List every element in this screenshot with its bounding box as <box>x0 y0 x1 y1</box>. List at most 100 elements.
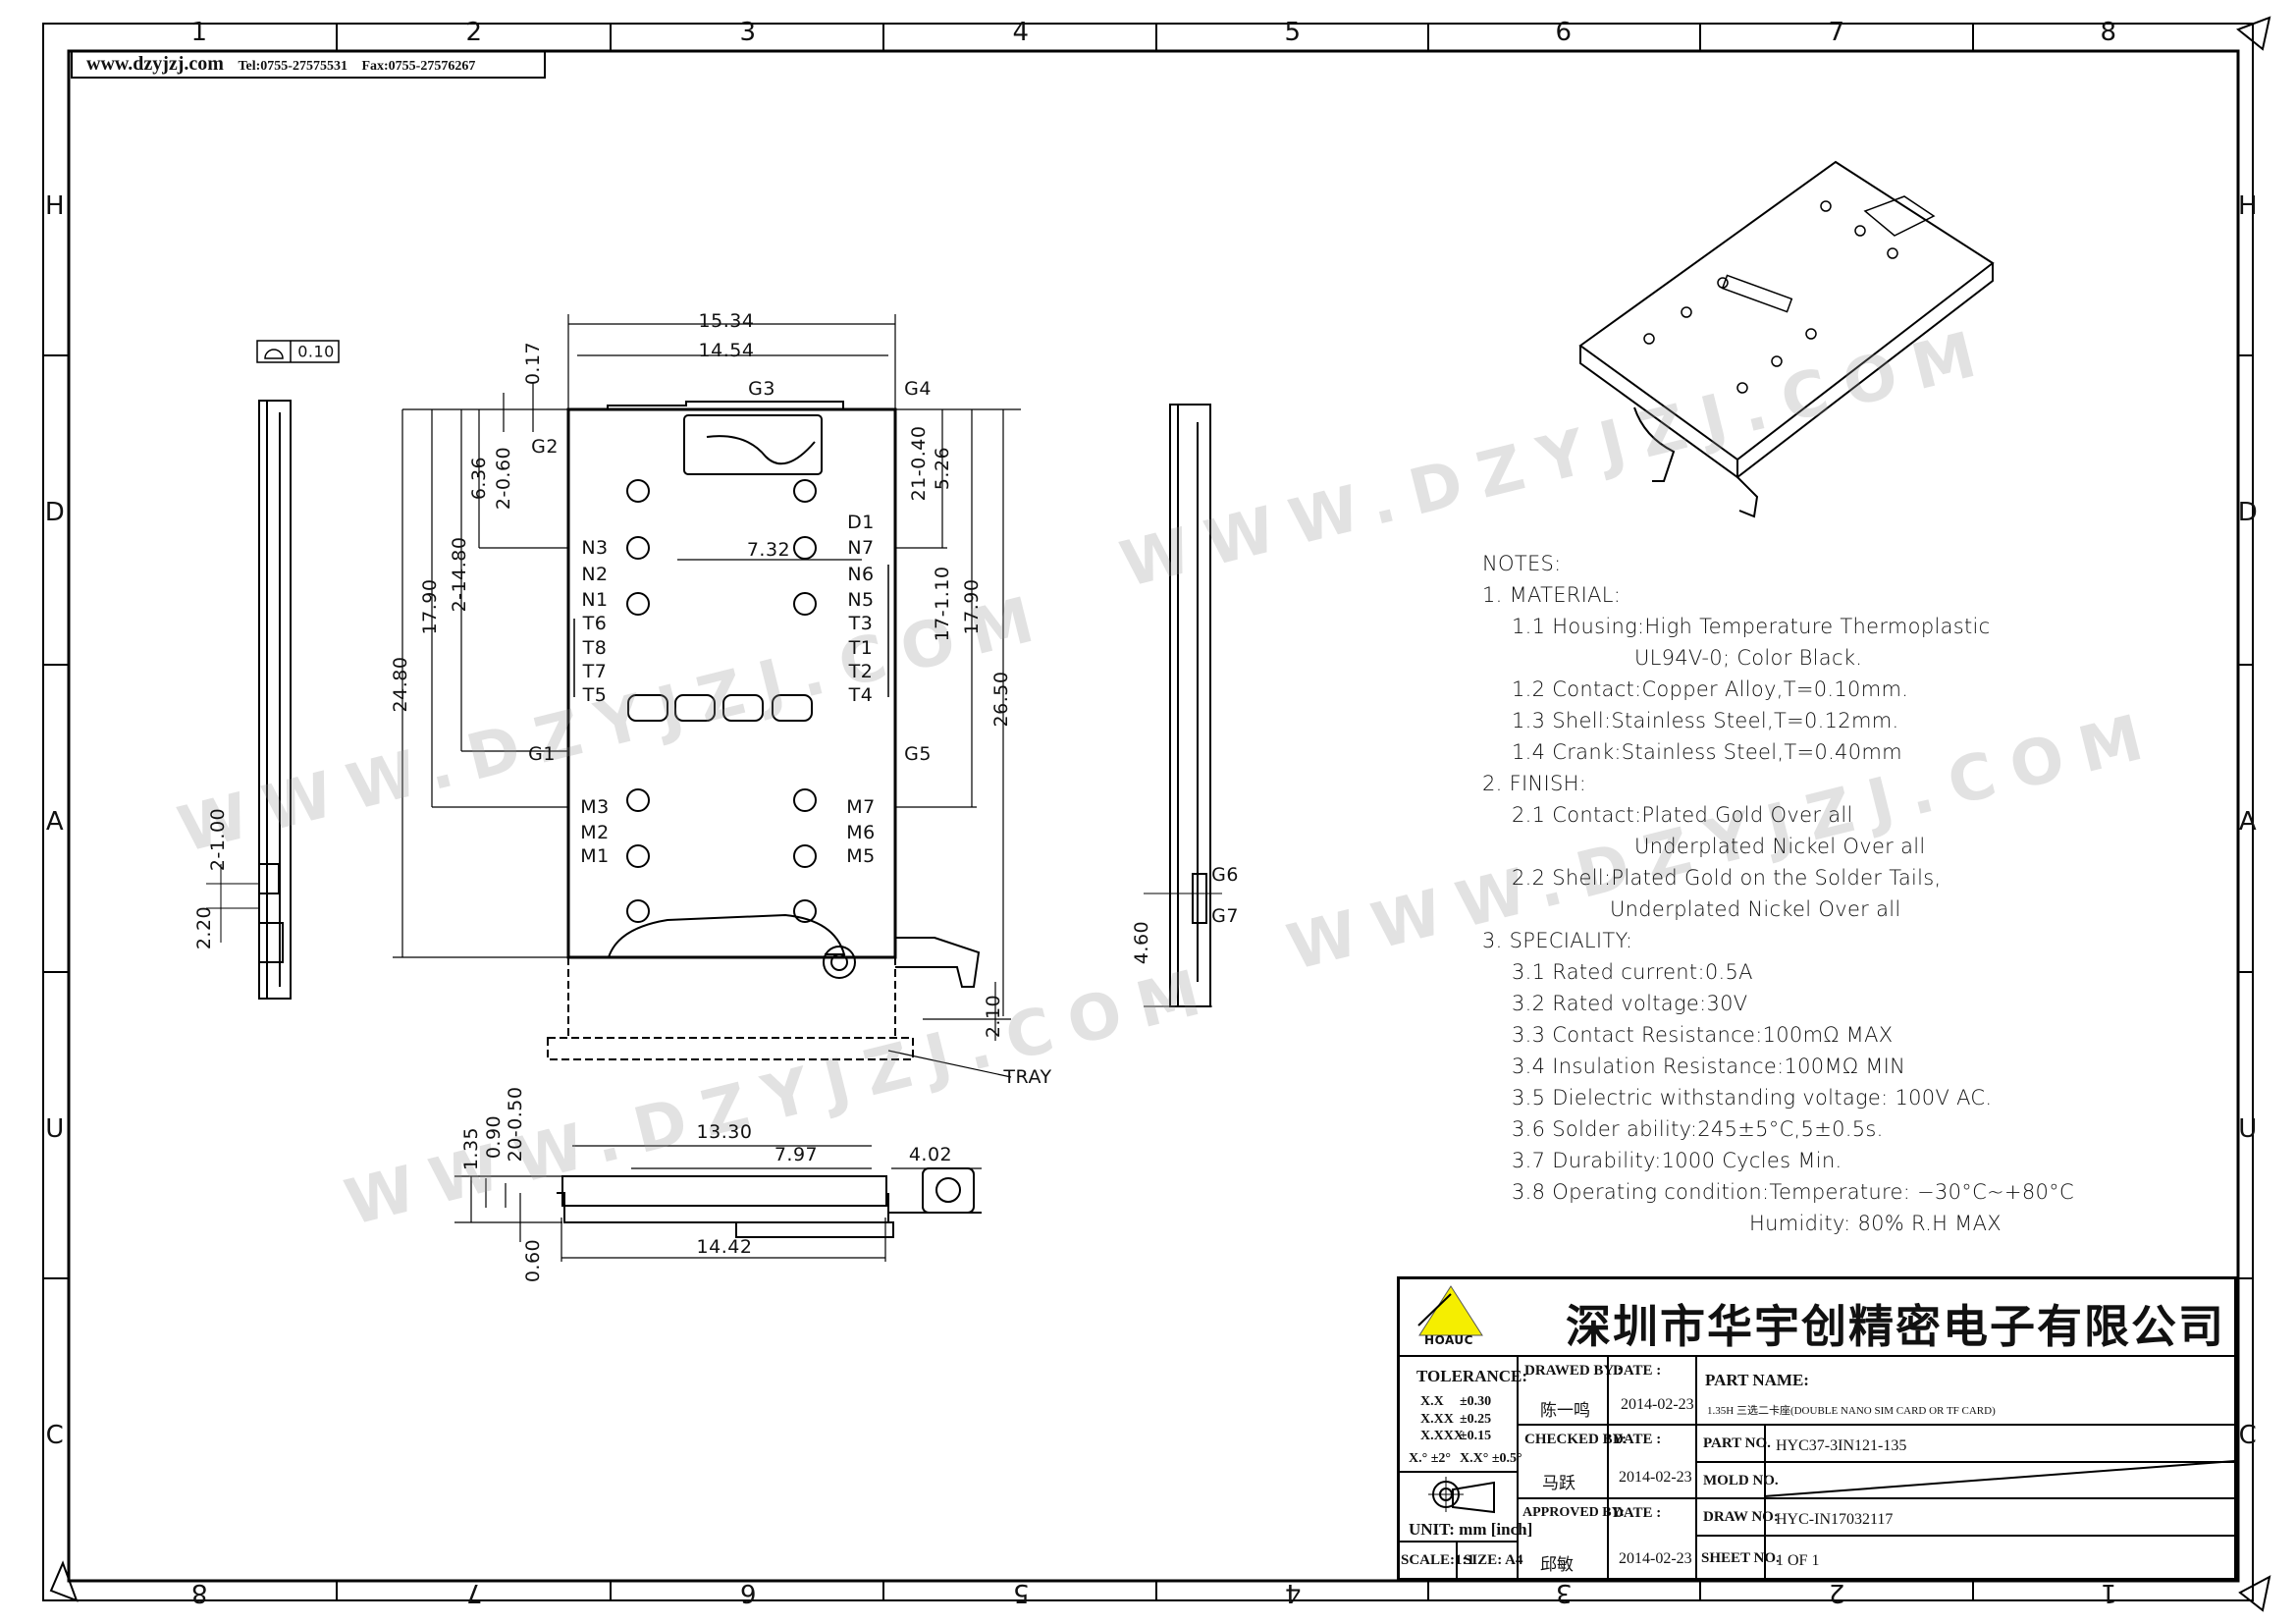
note-line: 3.6 Solder ability:245±5°C,5±0.5s. <box>1512 1117 1884 1141</box>
pin-label: N2 <box>581 564 609 585</box>
grid-row-label: U <box>45 1114 65 1144</box>
checked-by-name: 马跃 <box>1542 1474 1575 1492</box>
pin-label: M5 <box>846 845 876 867</box>
grid-col-label: 1 <box>2100 1578 2117 1607</box>
note-line: 1.1 Housing:High Temperature Thermoplast… <box>1512 615 1991 638</box>
approved-by-name: 邱敏 <box>1540 1555 1574 1574</box>
note-line: Humidity: 80% R.H MAX <box>1749 1212 2002 1235</box>
note-line: 2.1 Contact:Plated Gold Over all <box>1512 803 1853 827</box>
dim-label: 24.80 <box>390 656 411 713</box>
size-cell: SIZE: A4 <box>1456 1541 1522 1581</box>
pin-label: T7 <box>582 661 608 682</box>
pin-label: G2 <box>531 436 559 458</box>
contact-header: www.dzyjzj.com Tel:0755-27575531 Fax:075… <box>71 51 546 79</box>
dim-label: 2.20 <box>193 905 215 950</box>
grid-row-label: D <box>44 498 66 527</box>
tolerance-label: TOLERANCE: <box>1416 1367 1528 1385</box>
pin-label: N3 <box>581 537 609 559</box>
dim-label: 7.97 <box>774 1144 819 1165</box>
grid-col-label: 2 <box>465 18 483 47</box>
note-line: 2.2 Shell:Plated Gold on the Solder Tail… <box>1512 866 1942 890</box>
part-name-label: PART NAME: <box>1705 1371 1809 1389</box>
tol-value: ±0.30 <box>1460 1394 1492 1409</box>
fax: Fax:0755-27576267 <box>361 59 476 74</box>
dim-label: 20-0.50 <box>505 1086 526 1163</box>
dim-label: 17.90 <box>419 578 441 635</box>
notes: NOTES: 1. MATERIAL: 1.1 Housing:High Tem… <box>1482 548 2074 1239</box>
note-line: 1.2 Contact:Copper Alloy,T=0.10mm. <box>1512 677 1909 701</box>
website-url[interactable]: www.dzyjzj.com <box>86 53 224 75</box>
grid-col-label: 2 <box>1828 1578 1845 1607</box>
note-line: 1. MATERIAL: <box>1482 583 1622 607</box>
dim-label: 4.02 <box>908 1144 953 1165</box>
projection-symbol <box>1428 1477 1495 1514</box>
grid-row-label: H <box>44 191 66 221</box>
pin-label: M6 <box>846 822 876 843</box>
dim-label: 2-0.60 <box>493 446 514 511</box>
note-line: UL94V-0; Color Black. <box>1634 646 1863 670</box>
approved-by-label: APPROVED BY: <box>1522 1505 1626 1520</box>
angle-tol: X.X° ±0.5° <box>1460 1451 1522 1466</box>
pin-label: T3 <box>848 613 874 634</box>
grid-col-label: 6 <box>739 1578 757 1607</box>
grid-col-label: 8 <box>2100 18 2117 47</box>
pin-label: G4 <box>904 378 932 400</box>
part-no-value: HYC37-3IN121-135 <box>1776 1437 1907 1454</box>
drawed-by-name: 陈一鸣 <box>1540 1401 1590 1420</box>
dim-label: 7.32 <box>746 539 791 561</box>
left-side-view <box>206 400 292 1000</box>
draw-no-value: HYC-IN17032117 <box>1776 1511 1894 1528</box>
dim-label: 1.35 <box>460 1126 482 1171</box>
part-no-label-cell: PART NO. <box>1695 1424 1771 1463</box>
main-top-view <box>393 314 1021 1078</box>
pin-label: D1 <box>847 512 875 533</box>
grid-row-label: A <box>45 807 65 837</box>
dim-label: 2-1.00 <box>207 807 229 872</box>
note-line: 3.3 Contact Resistance:100mΩ MAX <box>1512 1023 1894 1047</box>
dim-label: 13.30 <box>696 1121 753 1143</box>
tol-key: X.XX <box>1420 1412 1454 1427</box>
pin-label: G6 <box>1211 864 1239 886</box>
unit-cell: UNIT: mm [inch] <box>1397 1471 1532 1543</box>
note-line: 3.7 Durability:1000 Cycles Min. <box>1512 1149 1842 1172</box>
mold-no-label-cell: MOLD NO. <box>1695 1461 1779 1499</box>
note-line: 3.8 Operating condition:Temperature: −30… <box>1512 1180 2074 1204</box>
corner-triangles <box>49 16 2271 1612</box>
grid-row-label: H <box>2237 191 2259 221</box>
drawed-by-label: DRAWED BY : <box>1524 1363 1623 1379</box>
grid-col-label: 7 <box>1828 18 1845 47</box>
date-cell: DATE : 2014-02-23 <box>1607 1355 1697 1426</box>
note-line: 1.4 Crank:Stainless Steel,T=0.40mm <box>1512 740 1902 764</box>
sheet-no-label-cell: SHEET NO. <box>1695 1535 1780 1581</box>
grid-col-label: 5 <box>1284 18 1302 47</box>
date-cell: DATE : 2014-02-23 <box>1607 1497 1697 1581</box>
bottom-front-view <box>454 1145 982 1262</box>
pin-label: N5 <box>847 589 875 611</box>
pin-label: T6 <box>582 613 608 634</box>
right-side-view <box>1144 404 1222 1007</box>
dim-label: 0.60 <box>522 1238 544 1283</box>
date-value: 2014-02-23 <box>1619 1550 1692 1567</box>
grid-row-label: A <box>2238 807 2258 837</box>
tol-value: ±0.25 <box>1460 1412 1492 1427</box>
sheet-no-label: SHEET NO. <box>1701 1550 1780 1566</box>
dim-label: 4.60 <box>1131 920 1152 965</box>
pin-label: M2 <box>580 822 610 843</box>
part-name-cell: PART NAME: 1.35H 三选二卡座(DOUBLE NANO SIM C… <box>1695 1355 2237 1426</box>
pin-label: M7 <box>846 796 876 818</box>
draw-no-cell: HYC-IN17032117 <box>1764 1497 2237 1537</box>
note-line: 3.4 Insulation Resistance:100MΩ MIN <box>1512 1055 1906 1078</box>
flatness-value: 0.10 <box>297 342 335 361</box>
logo-text: HOAUC <box>1424 1333 1473 1347</box>
approved-by-cell: APPROVED BY: 邱敏 <box>1517 1497 1625 1581</box>
grid-col-label: 3 <box>1555 1578 1573 1607</box>
tolerance-cell: TOLERANCE: X.X ±0.30 X.XX ±0.25 X.XXX ±0… <box>1397 1355 1527 1473</box>
part-no-label: PART NO. <box>1703 1435 1771 1451</box>
company-name: 深圳市华宇创精密电子有限公司 <box>1566 1300 2225 1353</box>
pin-label: T2 <box>848 661 874 682</box>
note-line: 3.2 Rated voltage:30V <box>1512 992 1748 1015</box>
pin-label: T5 <box>582 684 608 706</box>
dim-label: 17.90 <box>961 578 983 635</box>
grid-row-label: U <box>2238 1114 2258 1144</box>
